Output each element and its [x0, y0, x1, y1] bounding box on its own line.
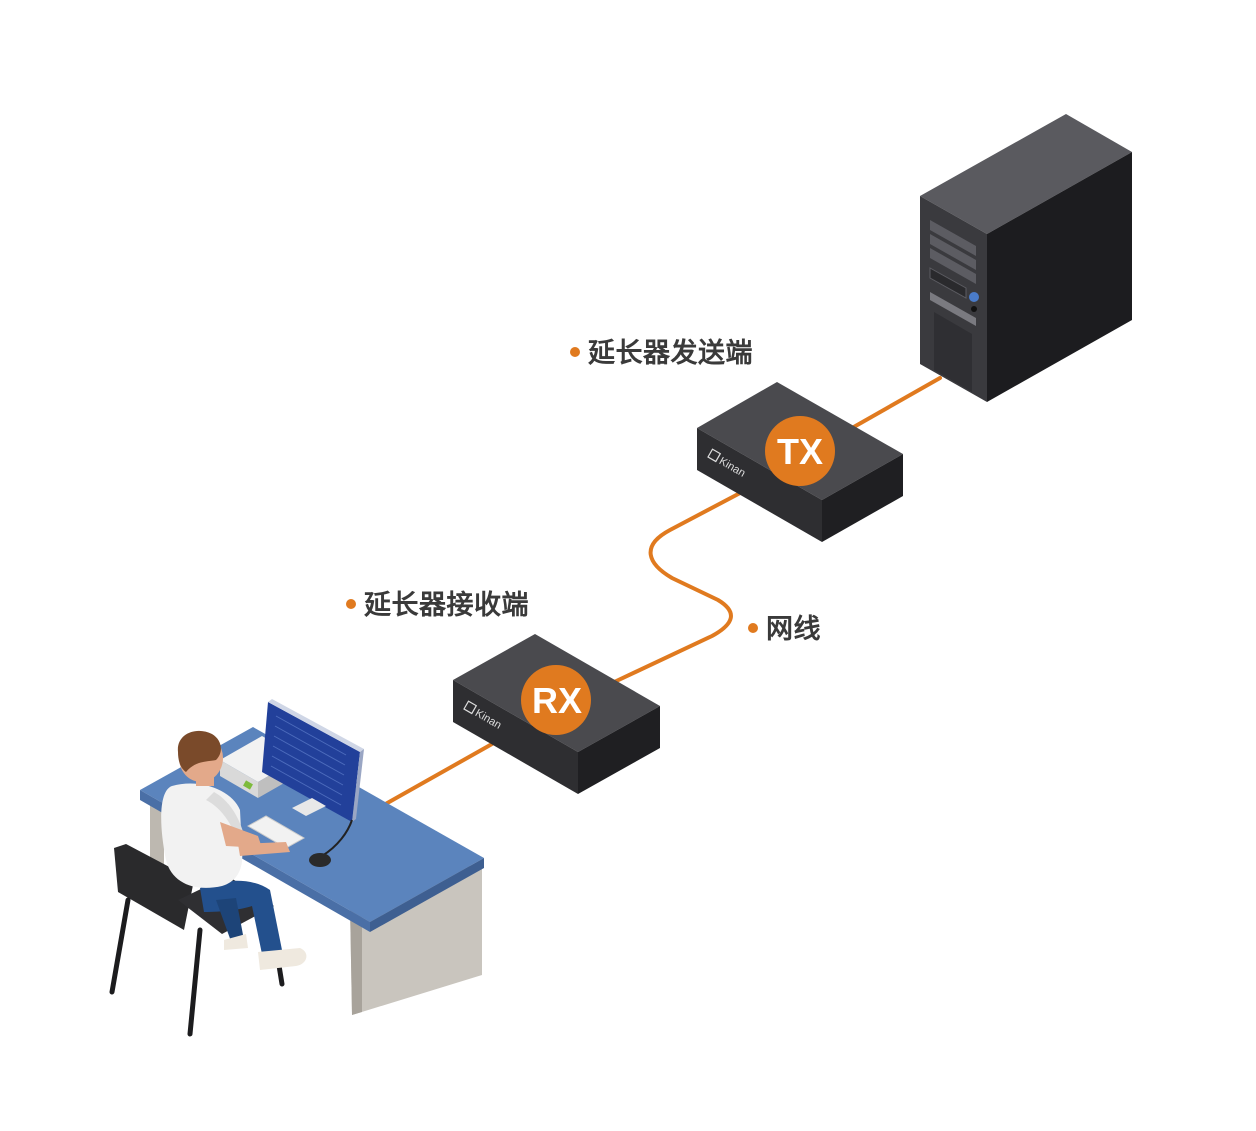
tx-front [697, 428, 822, 542]
network-cable [380, 376, 942, 808]
tx-badge [765, 416, 835, 486]
rx-badge-label: RX [532, 680, 582, 721]
server-top [920, 114, 1132, 234]
user-workstation-icon [109, 699, 484, 1037]
tx-badge-label: TX [777, 431, 823, 472]
chair-back [114, 844, 194, 930]
rx-label: 延长器接收端 [346, 592, 529, 619]
cable-label: 网线 [748, 616, 821, 643]
cable-rx-to-desk [380, 742, 494, 808]
rx-badge [521, 665, 591, 735]
monitor-stand [292, 798, 326, 816]
tx-label-bullet [570, 346, 580, 357]
cable-tx-to-rx [608, 490, 744, 686]
cable-label-text: 网线 [766, 614, 821, 645]
person [161, 730, 307, 970]
cable-server-to-tx [850, 376, 942, 430]
server-side [987, 152, 1132, 402]
keyboard [246, 815, 306, 849]
desk-leg-left [150, 800, 164, 878]
rx-front [453, 680, 578, 794]
tx-side [822, 454, 903, 542]
tx-label-text: 延长器发送端 [588, 338, 753, 369]
cable-label-bullet [748, 622, 758, 633]
mouse [309, 853, 331, 867]
server-power-button [969, 292, 979, 302]
server-tower-icon [920, 114, 1132, 402]
rx-label-bullet [346, 598, 356, 609]
rx-side [578, 706, 660, 794]
rx-device: RX Kinan [453, 634, 660, 794]
tx-device: TX Kinan [697, 382, 903, 542]
rx-label-text: 延长器接收端 [364, 590, 529, 621]
tx-label: 延长器发送端 [570, 340, 753, 367]
